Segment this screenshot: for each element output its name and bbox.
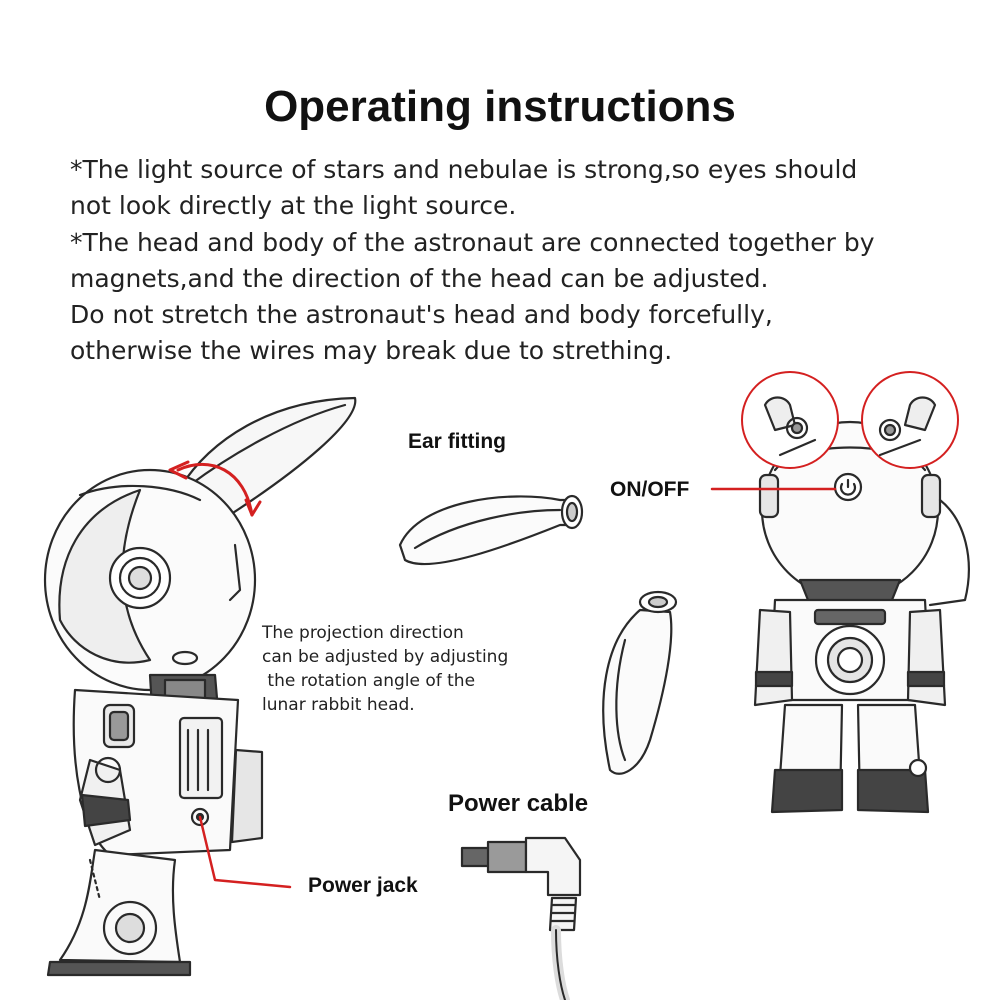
note-line: The projection direction bbox=[262, 623, 464, 643]
ear-piece-horizontal bbox=[398, 494, 584, 566]
warning-line: magnets,and the direction of the head ca… bbox=[70, 264, 769, 293]
warning-magnets: *The head and body of the astronaut are … bbox=[70, 225, 950, 369]
projection-note: The projection direction can be adjusted… bbox=[262, 621, 508, 717]
warning-line: *The light source of stars and nebulae i… bbox=[70, 155, 858, 184]
warning-line: not look directly at the light source. bbox=[70, 191, 517, 220]
page-title: Operating instructions bbox=[264, 82, 736, 131]
warning-line: Do not stretch the astronaut's head and … bbox=[70, 300, 773, 329]
note-line: can be adjusted by adjusting bbox=[262, 647, 509, 667]
warning-line: otherwise the wires may break due to str… bbox=[70, 336, 673, 365]
ear-piece-vertical bbox=[602, 590, 678, 775]
warning-line: *The head and body of the astronaut are … bbox=[70, 228, 875, 257]
note-line: the rotation angle of the bbox=[262, 671, 476, 691]
power-cable bbox=[460, 836, 582, 1000]
power-cable-label: Power cable bbox=[448, 790, 589, 817]
ear-socket-zoom-right bbox=[861, 371, 959, 469]
power-jack-label: Power jack bbox=[308, 874, 418, 897]
on-off-label: ON/OFF bbox=[610, 478, 690, 501]
note-line: lunar rabbit head. bbox=[262, 695, 415, 715]
astronaut-front bbox=[753, 420, 970, 814]
ear-fitting-label: Ear fitting bbox=[408, 430, 506, 453]
warning-eyes: *The light source of stars and nebulae i… bbox=[70, 152, 950, 224]
rabbit-astronaut-side bbox=[43, 396, 357, 977]
ear-socket-zoom-left bbox=[741, 371, 839, 469]
